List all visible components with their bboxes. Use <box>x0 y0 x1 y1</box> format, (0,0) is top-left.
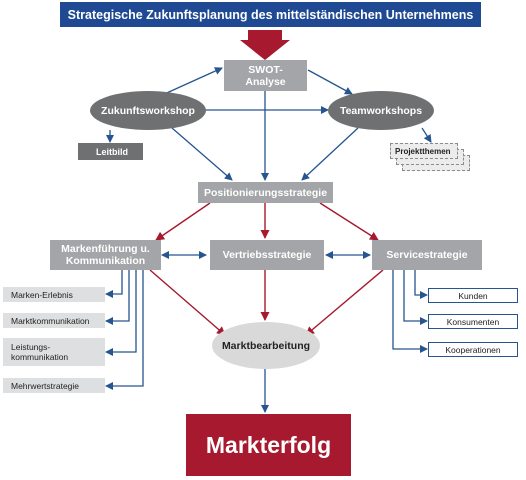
teamworkshops-label: Teamworkshops <box>339 104 423 117</box>
markenfuehrung-box: Markenführung u. Kommunikation <box>50 240 161 270</box>
big-down-arrow <box>240 30 290 60</box>
projektthemen-box: Projektthemen <box>390 143 458 159</box>
arrow-marken-to-markt <box>149 269 226 336</box>
left-item-marken-erlebnis: Marken-Erlebnis <box>3 287 105 302</box>
arrow-pos-to-marken <box>155 202 211 241</box>
zukunftsworkshop-ellipse: Zukunftsworkshop <box>90 91 206 130</box>
right-item-kunden: Kunden <box>428 288 518 303</box>
page-title: Strategische Zukunftsplanung des mittels… <box>67 7 474 22</box>
left-item-marktkommunikation: Marktkommunikation <box>3 313 105 328</box>
marktbearbeitung-label: Marktbearbeitung <box>221 339 311 352</box>
marktbearbeitung-ellipse: Marktbearbeitung <box>212 322 320 369</box>
arrow-zukunft-to-swot <box>159 67 223 97</box>
leitbild-label: Leitbild <box>96 146 128 157</box>
leitbild-box: Leitbild <box>78 143 143 160</box>
arrow-team-to-projekt <box>421 127 432 143</box>
left-item-mehrwertstrategie: Mehrwertstrategie <box>3 378 105 393</box>
positionierungsstrategie-box: Positionierungsstrategie <box>198 182 333 203</box>
left-brackets <box>105 270 144 390</box>
right-item-label: Kunden <box>458 290 488 301</box>
vertriebsstrategie-box: Vertriebsstrategie <box>210 240 324 270</box>
markterfolg-label: Markterfolg <box>205 431 332 458</box>
left-item-label: Marken-Erlebnis <box>11 289 73 300</box>
arrow-team-to-positionierung <box>301 127 359 181</box>
markterfolg-box: Markterfolg <box>186 414 351 476</box>
arrow-service-to-markt <box>305 269 384 336</box>
title-bar: Strategische Zukunftsplanung des mittels… <box>60 2 481 27</box>
service-label: Servicestrategie <box>386 249 468 261</box>
right-item-label: Konsumenten <box>446 316 500 327</box>
projektthemen-label: Projektthemen <box>395 146 451 156</box>
left-item-leistungskommunikation: Leistungs- kommunikation <box>3 338 105 366</box>
servicestrategie-box: Servicestrategie <box>372 240 482 270</box>
arrow-zukunft-to-positionierung <box>171 127 233 181</box>
swot-analyse-box: SWOT- Analyse <box>224 60 307 91</box>
teamworkshops-ellipse: Teamworkshops <box>328 91 434 130</box>
left-item-label: Marktkommunikation <box>11 315 90 326</box>
right-item-kooperationen: Kooperationen <box>428 342 518 357</box>
right-item-konsumenten: Konsumenten <box>428 314 518 329</box>
right-brackets <box>392 270 428 353</box>
positionierung-label: Positionierungsstrategie <box>203 186 328 199</box>
arrow-pos-to-service <box>319 202 379 241</box>
right-item-label: Kooperationen <box>445 344 501 355</box>
vertrieb-label: Vertriebsstrategie <box>222 249 312 261</box>
left-item-label: Mehrwertstrategie <box>11 380 80 391</box>
zukunftsworkshop-label: Zukunftsworkshop <box>101 104 195 117</box>
arrow-swot-to-team <box>307 69 353 95</box>
